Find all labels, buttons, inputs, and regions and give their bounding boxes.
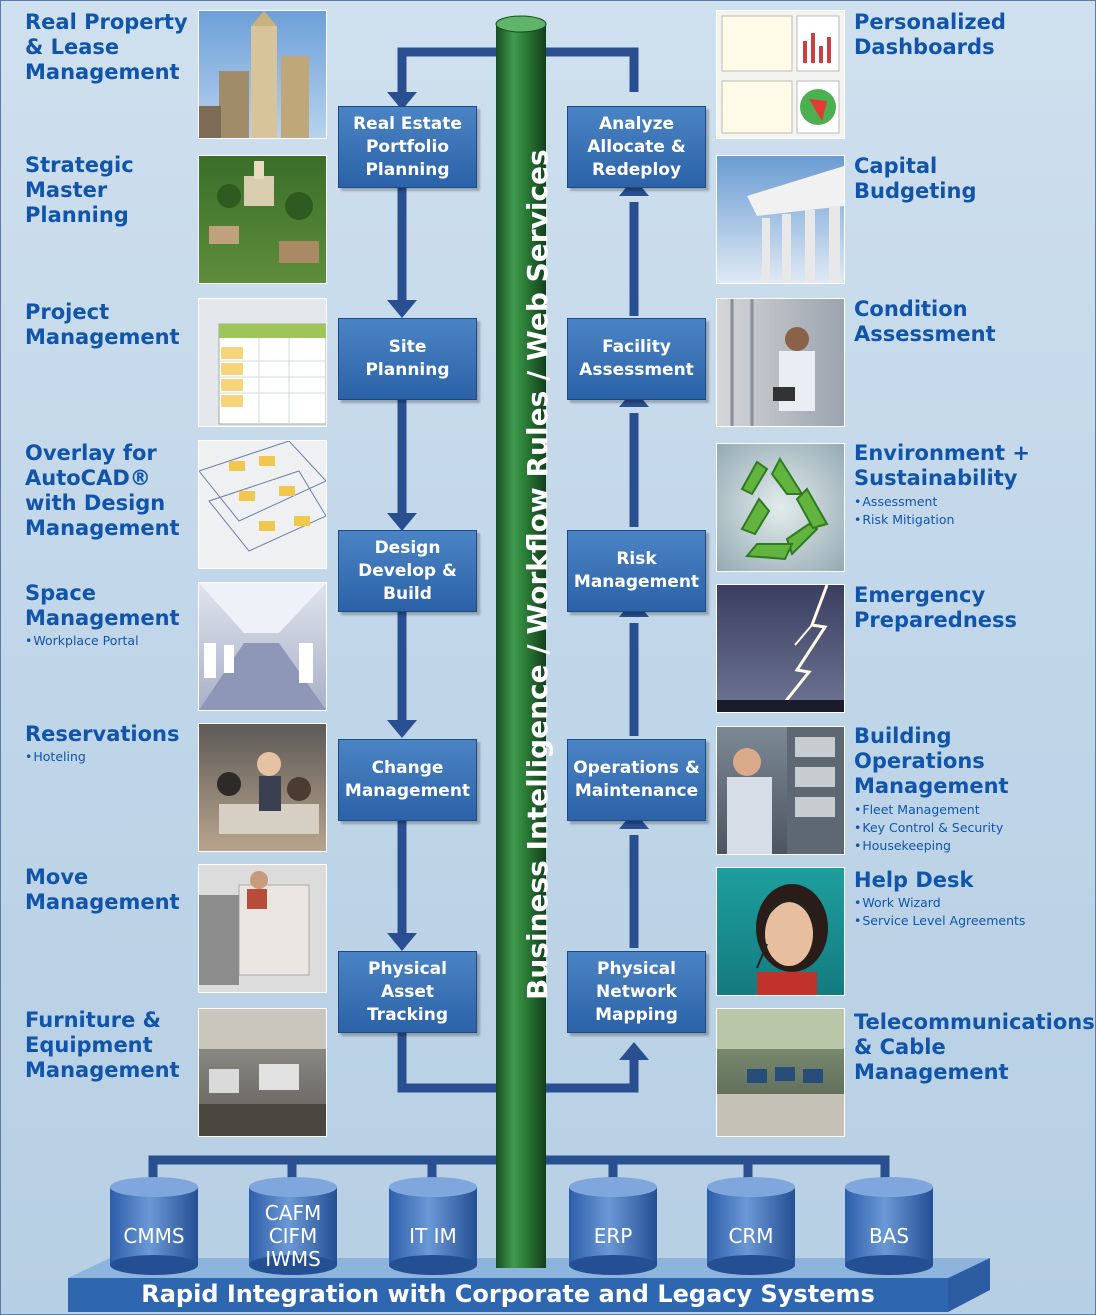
- bullet-key-control: Key Control & Security: [854, 819, 1003, 837]
- moving-image: [198, 864, 327, 993]
- office-floor-image: [198, 1008, 327, 1137]
- module-project-management-title: Project Management: [25, 300, 180, 349]
- bullet-sla: Service Level Agreements: [854, 912, 1025, 930]
- help-desk-bullets: Work Wizard Service Level Agreements: [854, 894, 1025, 930]
- reservations-bullets: Hoteling: [25, 748, 85, 766]
- bullet-housekeeping: Housekeeping: [854, 837, 1003, 855]
- pipe-label: Business Intelligence / Workflow Rules /…: [521, 149, 554, 1000]
- system-bas: BAS: [868, 1223, 910, 1248]
- module-capital-budgeting-title: Capital Budgeting: [854, 154, 977, 203]
- system-cafm-cifm-iwms: CAFM CIFM IWMS: [264, 1200, 322, 1271]
- top-right-connector: [545, 47, 639, 92]
- bullet-fleet-management: Fleet Management: [854, 801, 1003, 819]
- control-room-image: [716, 1008, 845, 1137]
- module-help-desk-title: Help Desk: [854, 868, 974, 892]
- module-space-management-title: Space Management: [25, 581, 180, 630]
- flow-physical-network-mapping: Physical Network Mapping: [567, 951, 706, 1033]
- module-building-operations-title: Building Operations Management: [854, 724, 1009, 798]
- bullet-risk-mitigation: Risk Mitigation: [854, 511, 954, 529]
- bullet-workplace-portal: Workplace Portal: [25, 632, 138, 650]
- flow-analyze-allocate-redeploy: Analyze Allocate & Redeploy: [567, 106, 706, 188]
- help-desk-image: [716, 867, 845, 996]
- bullet-hoteling: Hoteling: [25, 748, 85, 766]
- system-it-im: IT IM: [409, 1223, 457, 1248]
- campus-image: [198, 155, 327, 284]
- business-intelligence-pipe: [496, 24, 546, 1268]
- flow-design-develop-build: Design Develop & Build: [338, 530, 477, 612]
- recycle-icon: [716, 443, 845, 572]
- bullet-work-wizard: Work Wizard: [854, 894, 1025, 912]
- office-space-image: [198, 582, 327, 711]
- system-cmms: CMMS: [123, 1223, 185, 1248]
- integration-label: Rapid Integration with Corporate and Leg…: [141, 1280, 875, 1308]
- flow-risk-management: Risk Management: [567, 530, 706, 612]
- base-platform-front: [68, 1278, 948, 1312]
- module-telecommunications-title: Telecommunications & Cable Management: [854, 1010, 1095, 1084]
- capitol-image: [716, 155, 845, 284]
- base-platform-side: [948, 1258, 990, 1312]
- project-screen-image: [198, 298, 327, 427]
- inspector-image: [716, 298, 845, 427]
- building-operations-image: [716, 726, 845, 855]
- module-strategic-master-planning-title: Strategic Master Planning: [25, 153, 134, 227]
- module-move-management-title: Move Management: [25, 865, 180, 914]
- lightning-image: [716, 584, 845, 713]
- system-crm: CRM: [728, 1223, 774, 1248]
- flow-physical-asset-tracking: Physical Asset Tracking: [338, 951, 477, 1033]
- top-left-connector: [397, 47, 497, 92]
- meeting-image: [198, 723, 327, 852]
- flow-operations-maintenance: Operations & Maintenance: [567, 739, 706, 821]
- module-environment-sustainability-title: Environment + Sustainability: [854, 441, 1030, 490]
- module-real-property-title: Real Property & Lease Management: [25, 10, 188, 84]
- environment-bullets: Assessment Risk Mitigation: [854, 493, 954, 529]
- module-emergency-preparedness-title: Emergency Preparedness: [854, 583, 1018, 632]
- building-operations-bullets: Fleet Management Key Control & Security …: [854, 801, 1003, 855]
- floor-plan-image: [198, 440, 327, 569]
- module-reservations-title: Reservations: [25, 722, 180, 746]
- module-furniture-equipment-title: Furniture & Equipment Management: [25, 1008, 180, 1082]
- flow-site-planning: Site Planning: [338, 318, 477, 400]
- module-overlay-autocad-title: Overlay for AutoCAD® with Design Managem…: [25, 441, 180, 540]
- module-condition-assessment-title: Condition Assessment: [854, 297, 996, 346]
- module-personalized-dashboards-title: Personalized Dashboards: [854, 10, 1006, 59]
- system-erp: ERP: [593, 1223, 633, 1248]
- space-management-bullets: Workplace Portal: [25, 632, 138, 650]
- dashboard-image: [716, 10, 845, 139]
- flow-facility-assessment: Facility Assessment: [567, 318, 706, 400]
- flow-change-management: Change Management: [338, 739, 477, 821]
- flow-real-estate-portfolio-planning: Real Estate Portfolio Planning: [338, 106, 477, 188]
- bullet-assessment: Assessment: [854, 493, 954, 511]
- skyscraper-image: [198, 10, 327, 139]
